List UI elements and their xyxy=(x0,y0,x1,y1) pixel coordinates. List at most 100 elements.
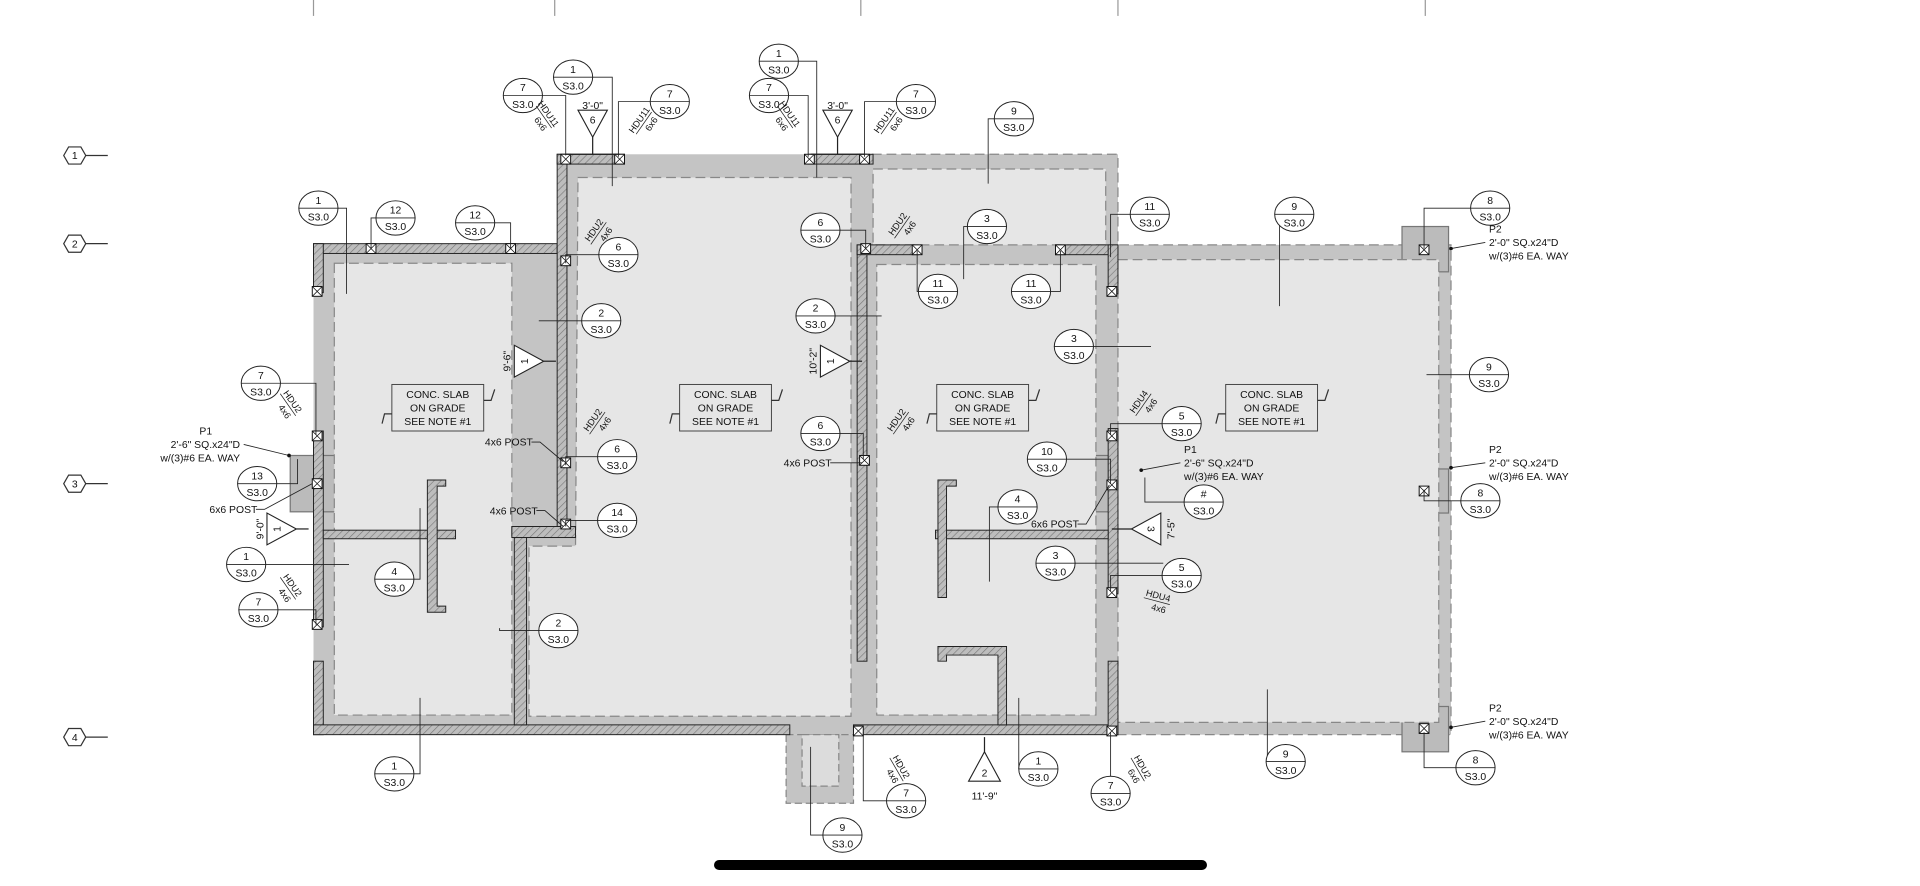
tag-sheet: S3.0 xyxy=(1003,123,1025,134)
leader-line xyxy=(798,60,818,178)
post-label: 4x6 POST xyxy=(485,438,564,462)
leader-line xyxy=(617,101,651,157)
detail-tag[interactable]: 7S3.0 xyxy=(238,592,317,628)
detail-tag[interactable]: 6S3.0 xyxy=(565,439,638,475)
detail-tag[interactable]: 8S3.0 xyxy=(1423,190,1511,249)
detail-tag[interactable]: 2S3.0 xyxy=(538,303,622,339)
footing-outline xyxy=(857,153,1452,736)
tag-number: 12 xyxy=(469,211,481,222)
detail-tag[interactable]: 5S3.0 xyxy=(1110,557,1202,594)
detail-tag[interactable]: 1S3.0 xyxy=(374,697,421,792)
detail-tag[interactable]: 8S3.0 xyxy=(1423,483,1501,519)
detail-tag[interactable]: 7S3.0 xyxy=(748,77,809,157)
tag-sheet: S3.0 xyxy=(308,212,330,223)
detail-tag[interactable]: 1S3.0 xyxy=(298,190,347,294)
section-marker[interactable]: 211'-9" xyxy=(967,737,1002,803)
grid-label: 1 xyxy=(72,151,78,162)
detail-tag[interactable]: 1S3.0 xyxy=(552,59,613,187)
section-dimension: 3'-0" xyxy=(827,101,848,112)
detail-tag[interactable]: 7S3.0 xyxy=(502,77,567,156)
tag-sheet: S3.0 xyxy=(1139,219,1161,230)
tag-number: 1 xyxy=(316,196,322,207)
home-indicator[interactable] xyxy=(714,860,1207,870)
section-marker[interactable]: 19'-6" xyxy=(503,344,556,379)
detail-tag[interactable]: 5S3.0 xyxy=(1110,406,1202,442)
leader-line xyxy=(862,732,887,802)
leader-line xyxy=(864,101,897,157)
detail-tag[interactable]: 9S3.0 xyxy=(1426,357,1510,393)
tag-number: 8 xyxy=(1477,489,1483,500)
detail-tag[interactable]: 2S3.0 xyxy=(795,298,882,334)
detail-tag[interactable]: 1S3.0 xyxy=(758,43,818,178)
tag-sheet: S3.0 xyxy=(248,614,270,625)
detail-tag[interactable]: 6S3.0 xyxy=(800,415,864,460)
detail-tag[interactable]: 9S3.0 xyxy=(987,101,1034,184)
detail-tag[interactable]: 9S3.0 xyxy=(1274,196,1315,307)
grid-marker-1: 1 xyxy=(63,146,108,165)
tag-number: 10 xyxy=(1041,447,1053,458)
detail-tag[interactable]: 9S3.0 xyxy=(1265,689,1306,780)
detail-tag[interactable]: 6S3.0 xyxy=(565,237,639,273)
post-label: 4x6 POST xyxy=(490,506,564,527)
section-number: 6 xyxy=(590,116,596,127)
detail-tag[interactable]: #S3.0 xyxy=(1144,477,1224,520)
grid-marker-2: 2 xyxy=(63,234,108,253)
post-marker xyxy=(614,153,625,165)
detail-tag[interactable]: 8S3.0 xyxy=(1423,732,1496,786)
detail-tag[interactable]: 4S3.0 xyxy=(374,508,421,597)
detail-tag[interactable]: 4S3.0 xyxy=(988,489,1038,582)
tag-sheet: S3.0 xyxy=(805,320,827,331)
footing-note: P22'-0" SQ.x24"Dw/(3)#6 EA. WAY xyxy=(1449,445,1569,483)
slab-note-line: ON GRADE xyxy=(698,403,753,414)
detail-tag[interactable]: 3S3.0 xyxy=(963,208,1008,280)
post-marker xyxy=(1106,725,1118,737)
tag-number: 2 xyxy=(813,304,819,315)
leader-line xyxy=(788,95,809,157)
detail-tag[interactable]: 7S3.0 xyxy=(617,83,690,157)
detail-tag[interactable]: 3S3.0 xyxy=(1053,328,1152,365)
detail-tag[interactable]: 6S3.0 xyxy=(800,212,867,249)
tag-number: 1 xyxy=(1035,757,1041,768)
detail-tag[interactable]: 1S3.0 xyxy=(226,546,350,583)
detail-tag[interactable]: 3S3.0 xyxy=(1035,545,1164,581)
tag-sheet: S3.0 xyxy=(1007,511,1029,522)
detail-tag[interactable]: 7S3.0 xyxy=(1090,732,1131,812)
detail-tag[interactable]: 1S3.0 xyxy=(1018,697,1059,787)
tag-sheet: S3.0 xyxy=(895,805,917,816)
detail-tag[interactable]: 7S3.0 xyxy=(240,365,317,435)
tag-number: 11 xyxy=(933,279,944,290)
detail-tag[interactable]: 7S3.0 xyxy=(862,732,927,819)
footing-note: P22'-0" SQ.x24"Dw/(3)#6 EA. WAY xyxy=(1449,225,1569,263)
detail-tag[interactable]: 9S3.0 xyxy=(810,746,863,853)
section-marker[interactable]: 110'-2" xyxy=(809,344,863,379)
leader-line xyxy=(988,506,998,582)
tag-number: 7 xyxy=(766,83,772,94)
slab-note-line: CONC. SLAB xyxy=(951,390,1014,401)
detail-tag[interactable]: 7S3.0 xyxy=(864,83,937,157)
detail-tag[interactable]: 2S3.0 xyxy=(499,612,579,649)
footing-size: 2'-0" SQ.x24"D xyxy=(1489,238,1558,249)
leader-line xyxy=(277,609,317,625)
section-dimension: 11'-9" xyxy=(972,792,998,803)
post-label: 6x6 POST xyxy=(1031,484,1110,531)
tag-number: 7 xyxy=(667,89,673,100)
section-marker[interactable]: 63'-0" xyxy=(810,101,865,155)
grid-marker-4: 4 xyxy=(63,727,108,747)
leader-line xyxy=(276,459,299,485)
section-marker[interactable]: 19'-0" xyxy=(255,512,309,546)
section-marker[interactable]: 63'-0" xyxy=(565,101,620,155)
